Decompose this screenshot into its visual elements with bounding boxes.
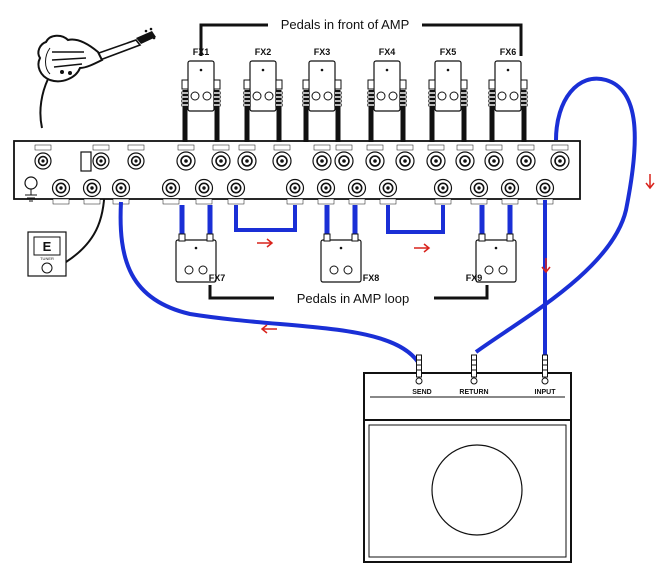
pedal-fx7: FX7 — [175, 205, 226, 283]
link-cable-2 — [386, 205, 445, 234]
top-jack — [272, 151, 292, 171]
top-jack — [550, 151, 570, 171]
pedal-label: FX3 — [314, 47, 331, 57]
guitar-icon — [37, 27, 156, 83]
loop-bracket — [208, 285, 489, 300]
top-jack — [516, 151, 536, 171]
pedal-fx5: FX5 — [428, 47, 468, 142]
pedal-fx3: FX3 — [302, 47, 342, 142]
front-title: Pedals in front of AMP — [281, 17, 410, 32]
pedal-fx4: FX4 — [367, 47, 407, 142]
pedal-label: FX9 — [466, 273, 483, 283]
amp-jack-row: SEND RETURN INPUT — [412, 354, 557, 396]
top-jack — [237, 151, 257, 171]
bottom-jack — [226, 178, 246, 198]
pedal-label: FX5 — [440, 47, 457, 57]
amp-jack-label: INPUT — [535, 389, 557, 396]
amp-jack-input: INPUT — [535, 354, 557, 396]
top-jack — [312, 151, 332, 171]
top-jack — [426, 151, 446, 171]
top-jack — [395, 151, 415, 171]
amp-jack-send: SEND — [412, 354, 432, 396]
guitar-cable — [39, 78, 49, 129]
pedal-fx9: FX9 — [466, 205, 517, 283]
ground-icon — [24, 176, 38, 202]
bottom-jack — [111, 178, 131, 198]
loop-title: Pedals in AMP loop — [297, 291, 410, 306]
speaker-cone — [431, 444, 523, 536]
top-jack — [365, 151, 385, 171]
bottom-jack — [378, 178, 398, 198]
send-cable — [118, 201, 420, 364]
top-jack — [127, 152, 145, 170]
bottom-jack — [161, 178, 181, 198]
amp-input-cable — [474, 76, 637, 354]
pedal-fx1: FX1 — [181, 47, 221, 142]
top-jack — [334, 151, 354, 171]
pedal-label: FX7 — [209, 273, 226, 283]
tuner-device: E TUNER — [27, 183, 106, 277]
jacks-bottom-row — [51, 178, 555, 205]
top-jack — [484, 151, 504, 171]
top-jack — [92, 152, 110, 170]
link-cable-1 — [234, 205, 297, 232]
bottom-jack — [285, 178, 305, 198]
pedal-fx6: FX6 — [488, 47, 528, 142]
bottom-jack — [316, 178, 336, 198]
bottom-jack — [194, 178, 214, 198]
tuner-label: TUNER — [40, 256, 54, 261]
pedal-fx2: FX2 — [243, 47, 283, 142]
pedal-label: FX4 — [379, 47, 396, 57]
jacks-top-row — [34, 144, 570, 171]
amp-jack-label: RETURN — [459, 389, 488, 396]
pedal-label: FX8 — [363, 273, 380, 283]
bottom-jack — [82, 178, 102, 198]
bottom-jack — [347, 178, 367, 198]
amp-jack-return: RETURN — [459, 354, 489, 396]
pedal-label: FX6 — [500, 47, 517, 57]
bottom-jack — [51, 178, 71, 198]
top-jack — [455, 151, 475, 171]
pedal-label: FX1 — [193, 47, 210, 57]
front-bracket — [199, 23, 523, 56]
pedal-label: FX2 — [255, 47, 272, 57]
loop-pedals: FX7 FX8 FX9 — [175, 205, 517, 283]
amplifier — [363, 372, 572, 563]
top-jack — [34, 152, 52, 170]
bottom-jack — [500, 178, 520, 198]
pedal-fx8: FX8 — [320, 205, 380, 283]
amp-jack-label: SEND — [412, 389, 431, 396]
bottom-jack — [433, 178, 453, 198]
top-jack — [176, 151, 196, 171]
bottom-jack — [469, 178, 489, 198]
signal-arrows — [257, 174, 655, 334]
power-switch — [80, 151, 92, 172]
tuner-display: E — [43, 239, 52, 254]
front-pedals: FX1 FX2 FX3 FX4 FX5 FX6 — [181, 47, 528, 142]
top-jack — [211, 151, 231, 171]
bottom-jack — [535, 178, 555, 198]
